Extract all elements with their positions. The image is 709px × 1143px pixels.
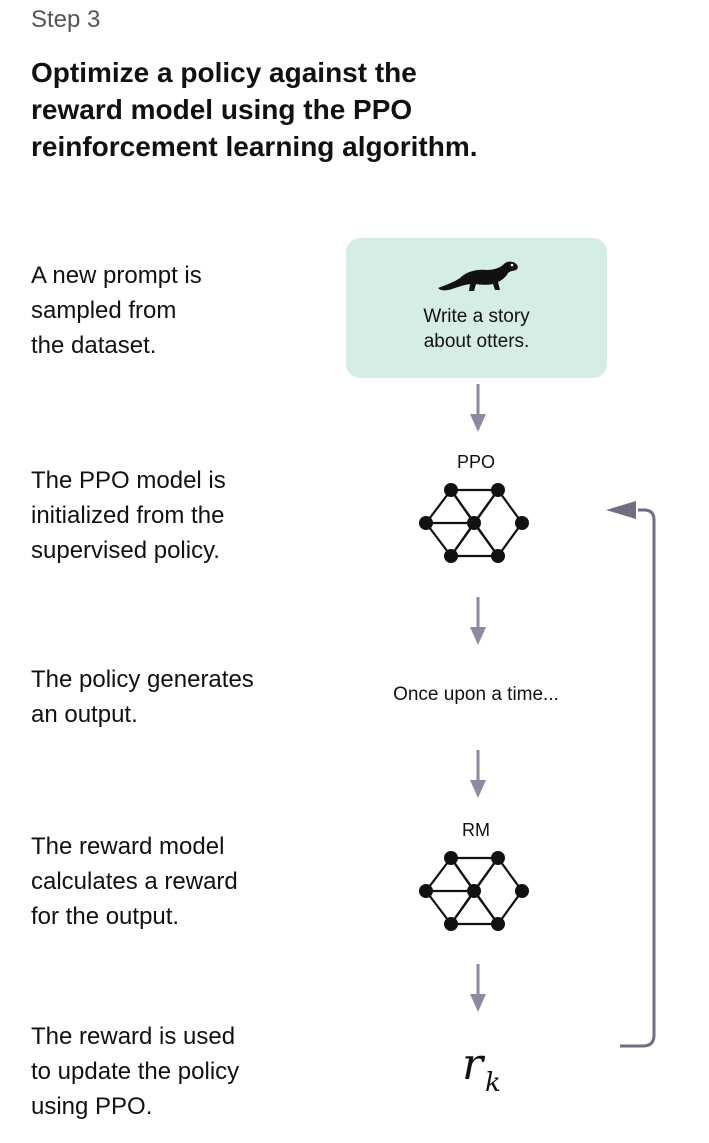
prompt-card: Write a story about otters. <box>346 238 607 378</box>
network-node <box>515 884 529 898</box>
rm-label: RM <box>462 820 490 840</box>
prompt-text: Write a story about otters. <box>423 306 530 352</box>
reward-subscript: k <box>485 1068 501 1098</box>
step-description-reward-model: The reward model calculates a reward for… <box>31 833 238 930</box>
step-label: Step 3 <box>31 6 101 33</box>
network-node <box>444 851 458 865</box>
network-node <box>444 549 458 563</box>
title-line: reinforcement learning algorithm. <box>31 131 478 162</box>
network-node <box>467 884 481 898</box>
network-node <box>491 851 505 865</box>
arrow-down-icon <box>470 964 486 1012</box>
title-line: reward model using the PPO <box>31 94 413 125</box>
title-line: Optimize a policy against the <box>31 57 417 88</box>
network-node <box>419 516 433 530</box>
output-text: Once upon a time... <box>393 684 559 705</box>
arrow-down-icon <box>470 597 486 645</box>
network-node <box>419 884 433 898</box>
step-description-prompt: A new prompt is sampled from the dataset… <box>31 262 202 359</box>
ppo-label: PPO <box>456 452 495 472</box>
network-node <box>491 917 505 931</box>
arrow-down-icon <box>470 750 486 798</box>
network-node <box>491 549 505 563</box>
reward-symbol: rk <box>462 1039 501 1099</box>
step-description-ppo: The PPO model is initialized from the su… <box>31 467 226 564</box>
step-description-output: The policy generates an output. <box>31 666 254 728</box>
network-node <box>444 917 458 931</box>
step-description-update: The reward is used to update the policy … <box>31 1023 240 1120</box>
network-node <box>515 516 529 530</box>
arrow-down-icon <box>470 384 486 432</box>
network-node <box>467 516 481 530</box>
neural-network-icon <box>419 483 529 563</box>
network-node <box>491 483 505 497</box>
network-node <box>444 483 458 497</box>
feedback-loop-arrow-icon <box>606 501 656 1048</box>
otter-icon <box>438 261 518 291</box>
page-title: Optimize a policy against the reward mod… <box>31 54 551 165</box>
neural-network-icon <box>419 851 529 931</box>
